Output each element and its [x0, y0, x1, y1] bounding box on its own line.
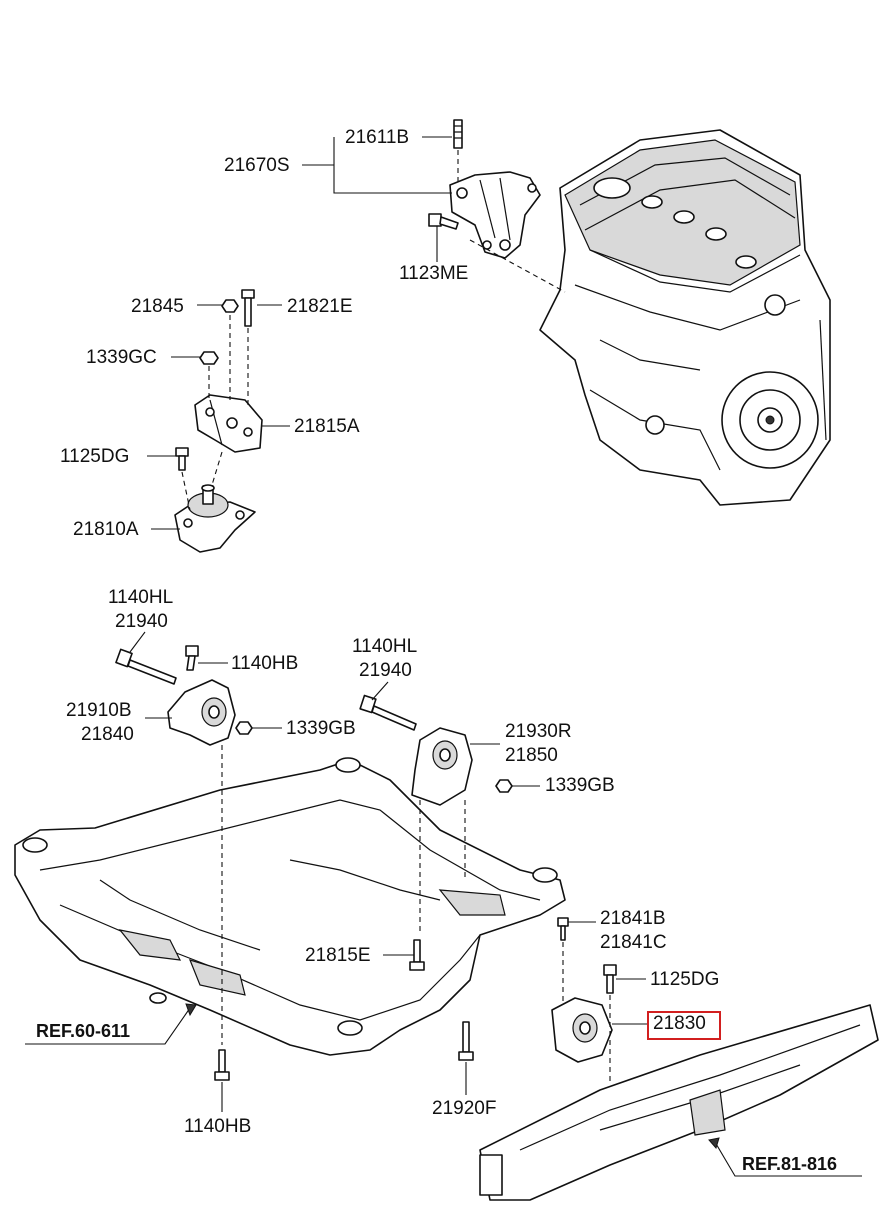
label-1339gb-right: 1339GB [545, 775, 615, 796]
label-21670s: 21670S [224, 155, 290, 176]
bolt-1140hb-bottom [214, 1049, 230, 1081]
label-21815a: 21815A [294, 416, 360, 437]
label-21841b: 21841B [600, 908, 666, 929]
nut-1339gb-right [495, 779, 513, 793]
label-1140hb-top: 1140HB [231, 653, 299, 674]
label-1123me: 1123ME [399, 263, 469, 284]
bolt-1123me [428, 213, 459, 230]
bolt-21821e [241, 289, 255, 327]
label-1125dg-bottom: 1125DG [650, 969, 720, 990]
label-1339gc: 1339GC [86, 347, 157, 368]
label-21830[interactable]: 21830 [653, 1013, 706, 1034]
label-21821e: 21821E [287, 296, 353, 317]
ref-60-611[interactable]: REF.60-611 [36, 1021, 131, 1041]
label-1140hl-left: 1140HL [108, 587, 174, 608]
bolt-21841b [557, 917, 569, 941]
mount-21930r [411, 727, 473, 806]
nut-1339gb-left [235, 721, 253, 735]
bolt-21920f [458, 1021, 474, 1061]
nut-21845 [221, 299, 239, 313]
label-21841c: 21841C [600, 932, 667, 953]
label-21611b: 21611B [345, 127, 410, 148]
label-1339gb-left: 1339GB [286, 718, 356, 739]
engine-block [539, 129, 831, 506]
label-1125dg-top: 1125DG [60, 446, 130, 467]
bolt-1125dg-top [175, 447, 189, 471]
bolt-21940-mid [359, 694, 417, 731]
bolt-1125dg-bottom [603, 964, 617, 994]
label-21810a: 21810A [73, 519, 139, 540]
mount-21910b [167, 679, 236, 746]
label-21920f: 21920F [432, 1098, 497, 1119]
label-21845: 21845 [131, 296, 184, 317]
mount-bracket-21670s [449, 171, 541, 259]
stud-21611b [453, 119, 463, 185]
label-21930r: 21930R [505, 721, 572, 742]
subframe [14, 757, 566, 1056]
label-21940-mid: 21940 [359, 660, 412, 681]
label-1140hb-bottom: 1140HB [184, 1116, 252, 1137]
mount-21830 [551, 997, 613, 1063]
label-1140hl-mid: 1140HL [352, 636, 418, 657]
label-21840: 21840 [81, 724, 134, 745]
bracket-21815a [194, 394, 263, 453]
highlight-box-21830 [647, 1011, 721, 1040]
label-21815e: 21815E [305, 945, 371, 966]
nut-1339gc [199, 351, 219, 365]
label-21910b: 21910B [66, 700, 132, 721]
leader-lines [25, 136, 862, 1177]
side-member [479, 1004, 879, 1201]
bolt-1140hb-top [185, 645, 199, 671]
bolt-21940-left [115, 648, 177, 685]
label-21940-left: 21940 [115, 611, 168, 632]
label-21850: 21850 [505, 745, 558, 766]
ref-81-816[interactable]: REF.81-816 [742, 1154, 838, 1174]
bolt-21815e [409, 939, 425, 971]
insulator-21810a [174, 484, 256, 553]
